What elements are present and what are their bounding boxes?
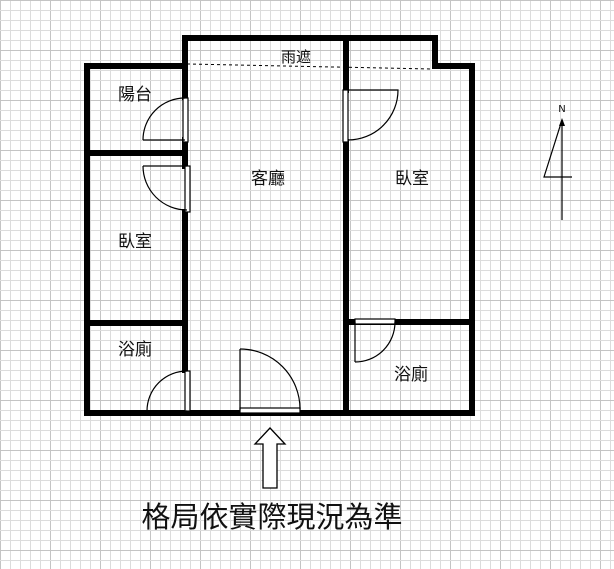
door-balcony	[142, 97, 189, 143]
north-arrow-icon: N	[543, 104, 572, 220]
door-bedroom-right	[342, 89, 399, 143]
door-bathroom-right	[354, 318, 396, 363]
door-main-entrance	[239, 348, 301, 414]
room-label-bathroom-right: 浴廁	[394, 364, 428, 385]
doors	[142, 89, 399, 414]
room-label-bathroom-left: 浴廁	[118, 339, 152, 360]
rain-shelter-edge	[186, 63, 433, 70]
door-bathroom-left	[146, 370, 191, 412]
room-label-rain-shelter: 雨遮	[281, 48, 311, 66]
door-bedroom-left	[142, 165, 191, 213]
room-label-bedroom-right: 臥室	[395, 169, 429, 189]
room-label-balcony: 陽台	[118, 85, 152, 105]
room-label-living-room: 客廳	[251, 169, 285, 189]
compass-label: N	[558, 104, 565, 115]
up-arrow-icon	[253, 427, 287, 489]
room-label-bedroom-left: 臥室	[118, 232, 152, 252]
layout-disclaimer: 格局依實際現況為準	[141, 500, 402, 534]
